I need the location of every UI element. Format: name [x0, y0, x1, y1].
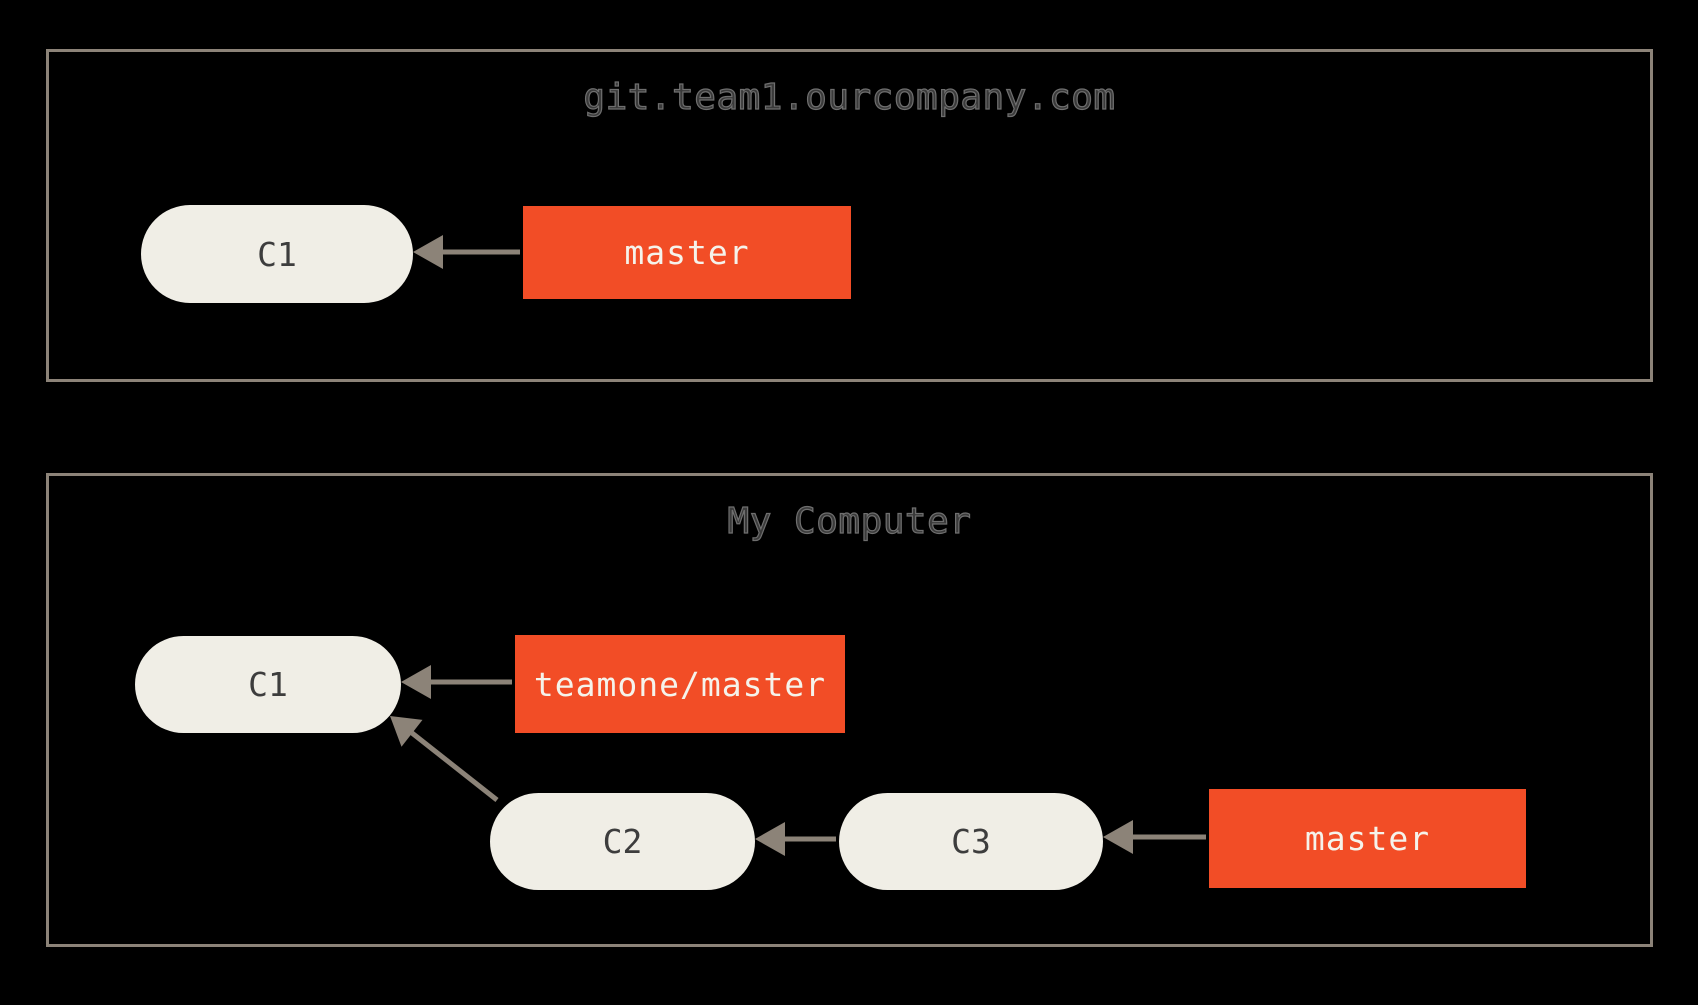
commit-node-local-c1: C1	[135, 636, 401, 733]
commit-label: C1	[257, 234, 297, 274]
server-repo-box: git.team1.ourcompany.com C1 master	[46, 49, 1653, 382]
arrow-c2-to-c1	[390, 716, 499, 802]
branch-label-server-master: master	[523, 206, 851, 299]
commit-label: C3	[951, 822, 991, 861]
commit-label: C1	[248, 665, 288, 704]
arrow-c3-to-c2	[755, 822, 836, 856]
local-repo-title: My Computer	[727, 500, 972, 542]
arrow-master-to-c3	[1103, 820, 1206, 854]
commit-node-server-c1: C1	[141, 205, 413, 303]
commit-node-local-c2: C2	[490, 793, 755, 890]
branch-label-local-master: master	[1209, 789, 1526, 888]
arrow-teamone-master-to-c1	[401, 665, 512, 699]
branch-name: master	[1304, 819, 1431, 858]
local-repo-box: My Computer C1 C2	[46, 473, 1653, 947]
commit-label: C2	[602, 822, 643, 861]
branch-name: master	[624, 233, 750, 272]
branch-label-teamone-master: teamone/master	[515, 635, 845, 733]
branch-name: teamone/master	[533, 664, 827, 704]
arrow-master-to-c1	[413, 235, 520, 269]
server-repo-title: git.team1.ourcompany.com	[583, 76, 1116, 118]
commit-node-local-c3: C3	[839, 793, 1103, 890]
